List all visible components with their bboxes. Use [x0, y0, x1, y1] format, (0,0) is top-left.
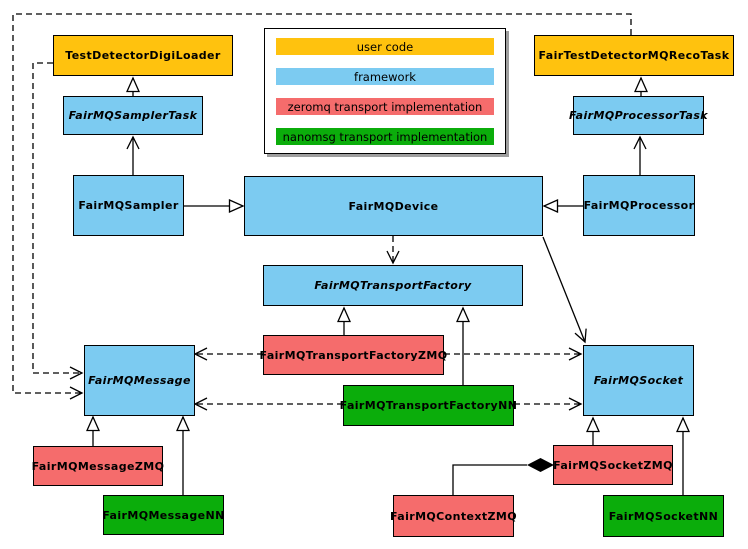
legend-item-nanomsg: nanomsg transport implementation — [276, 128, 494, 145]
class-fairmqtransportfactory: FairMQTransportFactory — [263, 265, 523, 306]
class-fairmqtransportfactorynn: FairMQTransportFactoryNN — [340, 385, 517, 426]
edge-contextzmq-socketzmq — [452, 464, 527, 495]
class-fairmqtransportfactoryzmq: FairMQTransportFactoryZMQ — [260, 335, 447, 375]
class-fairmqcontextzmq: FairMQContextZMQ — [390, 495, 517, 537]
class-fairmqprocessor: FairMQProcessor — [583, 175, 695, 236]
class-fairmqsampler: FairMQSampler — [73, 175, 184, 236]
class-fairmqmessagezmq: FairMQMessageZMQ — [32, 446, 164, 486]
legend-item-zeromq: zeromq transport implementation — [276, 98, 494, 115]
edge-digiloader-message — [32, 62, 84, 380]
class-fairmqsamplertask: FairMQSamplerTask — [63, 96, 203, 135]
class-fairmqprocessortask: FairMQProcessorTask — [569, 96, 708, 135]
class-fairmqdevice: FairMQDevice — [244, 176, 543, 236]
class-fairmqsocketzmq: FairMQSocketZMQ — [553, 445, 673, 485]
composition-diamond-icon — [527, 458, 554, 472]
class-testdetectordigiloader: TestDetectorDigiLoader — [53, 35, 233, 76]
class-fairmqmessagenn: FairMQMessageNN — [102, 495, 224, 535]
edge-recotask-message — [12, 13, 632, 400]
class-fairmqmessage: FairMQMessage — [84, 345, 195, 416]
legend-item-user-code: user code — [276, 38, 494, 55]
legend: user code framework zeromq transport imp… — [264, 28, 506, 154]
class-fairtestdetectormqrecotask: FairTestDetectorMQRecoTask — [534, 35, 734, 76]
edge-device-socket — [542, 236, 587, 344]
legend-item-framework: framework — [276, 68, 494, 85]
class-fairmqsocketnn: FairMQSocketNN — [603, 495, 724, 537]
class-fairmqsocket: FairMQSocket — [583, 345, 694, 416]
